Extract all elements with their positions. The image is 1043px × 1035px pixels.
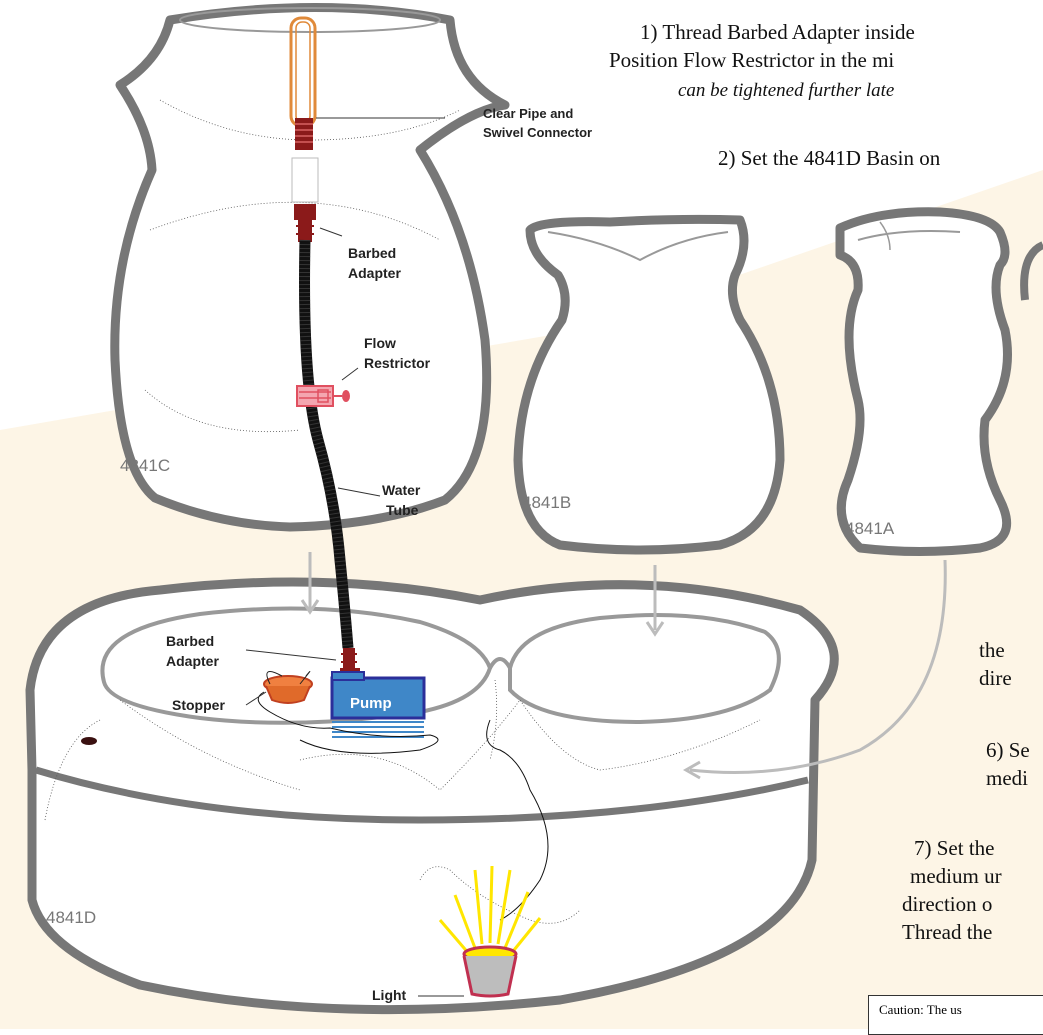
basin-4841d	[30, 582, 834, 1010]
pump-label: Pump	[350, 695, 392, 712]
drain-hole	[81, 737, 97, 745]
flow-restrictor-label-2: Restrictor	[364, 355, 431, 371]
step-7-text-line2: medium ur	[910, 864, 1002, 888]
barbed-adapter-top-label-1: Barbed	[348, 245, 396, 261]
step-1-text-line2: Position Flow Restrictor in the mi	[609, 48, 894, 72]
step-7-text-line4: Thread the	[902, 920, 992, 944]
step-1-text: 1) Thread Barbed Adapter inside	[640, 20, 915, 44]
step-7-text-line1: 7) Set the	[914, 836, 994, 860]
part-label-4841c: 4841C	[120, 456, 170, 475]
stopper-label: Stopper	[172, 697, 225, 713]
step-6-text-line1: 6) Se	[986, 738, 1030, 762]
step-2-text: 2) Set the 4841D Basin on	[718, 146, 940, 170]
light-label: Light	[372, 987, 407, 1003]
clear-pipe-label-1: Clear Pipe and	[483, 106, 573, 121]
part-label-4841b: 4841B	[522, 493, 571, 512]
part-label-4841a: 4841A	[845, 519, 895, 538]
flow-restrictor-label-1: Flow	[364, 335, 396, 351]
barbed-adapter-bottom-label-1: Barbed	[166, 633, 214, 649]
step-7-text-line3: direction o	[902, 892, 992, 916]
caution-box: Caution: The us	[868, 995, 1043, 1035]
water-tube-label-1: Water	[382, 482, 421, 498]
step-6-text-line2: medi	[986, 766, 1028, 790]
clear-pipe-label-2: Swivel Connector	[483, 125, 592, 140]
barbed-adapter-top-label-2: Adapter	[348, 265, 401, 281]
step-5-text-line1: the	[979, 638, 1005, 662]
barbed-adapter-bottom-label-2: Adapter	[166, 653, 219, 669]
water-tube-label-2: Tube	[386, 502, 419, 518]
part-label-4841d: 4841D	[46, 908, 96, 927]
step-5-text-line2: dire	[979, 666, 1012, 690]
step-1-note: can be tightened further late	[678, 80, 894, 102]
caution-text: Caution: The us	[879, 1002, 962, 1017]
